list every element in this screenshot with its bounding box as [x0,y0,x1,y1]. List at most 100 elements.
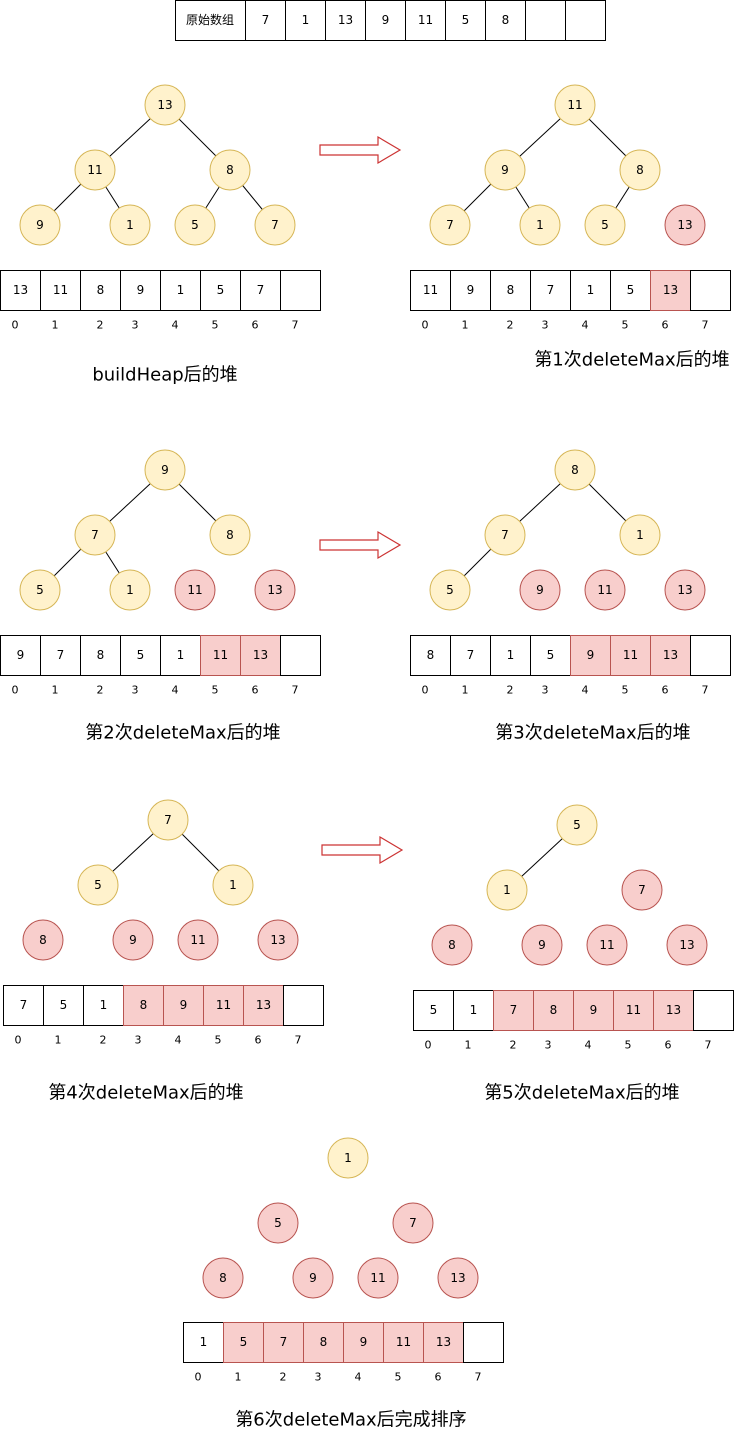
array-index: 5 [215,1034,222,1047]
node-value: 5 [36,583,44,597]
array-index: 5 [212,319,219,332]
heap-node [74,514,116,556]
array-index: 1 [235,1371,242,1384]
sorted-node [112,919,154,961]
array-cell [40,270,81,311]
node-value: 9 [129,933,137,947]
node-value: 13 [677,218,692,232]
array-index: 3 [542,319,549,332]
node-value: 1 [344,1151,352,1165]
node-value: 11 [190,933,205,947]
array-index: 3 [135,1034,142,1047]
array-cell [410,635,451,676]
array-cell [160,635,201,676]
array-cell [0,270,41,311]
heap-node [554,449,596,491]
heap-node [519,204,561,246]
array-value: 9 [467,283,475,297]
array-cell [280,270,321,311]
array-value: 13 [666,1003,681,1017]
original-array-label-cell [175,0,246,41]
array-cell [183,1322,224,1363]
node-value: 8 [226,163,234,177]
array-index: 5 [622,684,629,697]
array-value: 7 [20,998,28,1012]
array-value: 9 [587,648,595,662]
heap-node [484,514,526,556]
node-value: 5 [446,583,454,597]
array-value: 11 [623,648,638,662]
array-index: 0 [195,1371,202,1384]
heap-state-panel [410,84,731,311]
node-value: 13 [679,938,694,952]
array-index: 7 [295,1034,302,1047]
array-cell-sorted [493,990,534,1031]
original-array-cell [245,0,286,41]
sorted-node [292,1257,334,1299]
array-index: 2 [507,319,514,332]
sorted-node [254,569,296,611]
array-value: 11 [396,1335,411,1349]
node-value: 8 [448,938,456,952]
array-cell-sorted [610,635,651,676]
array-index: 6 [252,684,259,697]
array-index: 3 [545,1039,552,1052]
node-value: 5 [601,218,609,232]
sorted-node [202,1257,244,1299]
sorted-node [174,569,216,611]
array-cell-sorted [650,635,691,676]
array-index: 2 [100,1034,107,1047]
heap-node [174,204,216,246]
array-index: 4 [175,1034,182,1047]
array-cell-sorted [203,985,244,1026]
array-index: 4 [582,319,589,332]
array-cell [610,270,651,311]
heap-node [19,569,61,611]
state-caption: 第1次deleteMax后的堆 [534,350,729,371]
array-cell-sorted [650,270,691,311]
original-array-value: 9 [382,13,390,27]
array-index: 1 [55,1034,62,1047]
array-cell [410,270,451,311]
heap-state-panel [3,799,324,1026]
heap-node [147,799,189,841]
original-array-cell [565,0,606,41]
original-array-value: 1 [302,13,310,27]
transition-arrow-icon [321,835,404,865]
array-value: 5 [217,283,225,297]
node-value: 8 [636,163,644,177]
node-value: 5 [274,1216,282,1230]
array-cell [450,635,491,676]
node-value: 11 [370,1271,385,1285]
heap-node [209,149,251,191]
array-value: 13 [663,648,678,662]
array-index: 1 [462,684,469,697]
array-index: 6 [662,684,669,697]
array-cell-sorted [263,1322,304,1363]
array-index: 1 [52,319,59,332]
array-value: 5 [547,648,555,662]
node-value: 9 [309,1271,317,1285]
array-value: 11 [213,648,228,662]
sorted-node [22,919,64,961]
original-array-cell [485,0,526,41]
array-index: 1 [465,1039,472,1052]
array-index: 3 [542,684,549,697]
array-value: 11 [626,1003,641,1017]
heap-node [19,204,61,246]
array-index: 1 [52,684,59,697]
heap-node [484,149,526,191]
node-value: 7 [501,528,509,542]
array-value: 9 [137,283,145,297]
array-index: 5 [622,319,629,332]
array-value: 11 [53,283,68,297]
node-value: 9 [538,938,546,952]
array-value: 1 [100,998,108,1012]
array-value: 5 [60,998,68,1012]
array-index: 1 [462,319,469,332]
node-value: 11 [187,583,202,597]
node-value: 1 [229,878,237,892]
array-value: 7 [547,283,555,297]
array-index: 4 [585,1039,592,1052]
array-cell-sorted [240,635,281,676]
